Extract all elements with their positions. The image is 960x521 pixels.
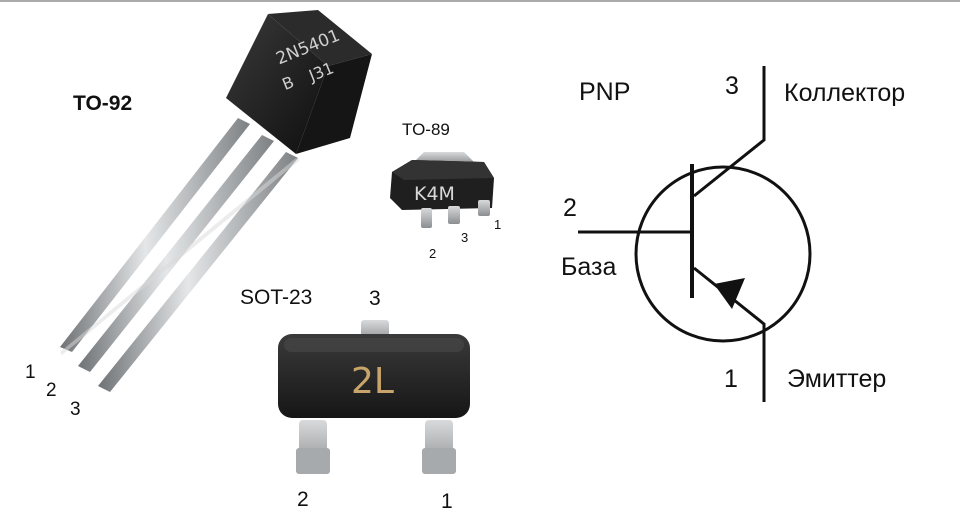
to89-transistor: TO-89 K4M 2 3 1 bbox=[390, 120, 501, 261]
base-pin-number: 2 bbox=[563, 194, 577, 222]
sot23-pin-1-label: 1 bbox=[441, 490, 453, 513]
sot23-transistor: SOT-23 3 2L 2 1 bbox=[240, 286, 470, 513]
to92-body-side bbox=[296, 54, 372, 154]
pnp-type-label: PNP bbox=[579, 78, 630, 106]
to92-pin-2-label: 2 bbox=[46, 380, 57, 401]
to92-body-top bbox=[268, 10, 372, 66]
pnp-emitter-arrow bbox=[714, 278, 745, 309]
to92-lead-shadow bbox=[60, 158, 300, 355]
to92-lead-3 bbox=[98, 152, 298, 392]
emitter-label: Эмиттер bbox=[787, 365, 886, 393]
to89-pin-3-label: 3 bbox=[461, 230, 468, 245]
to89-marking: K4M bbox=[414, 183, 455, 205]
to92-pin-3-label: 3 bbox=[70, 399, 81, 420]
to89-lead-2 bbox=[421, 208, 432, 228]
to92-lead-2 bbox=[78, 135, 274, 372]
to92-body-face bbox=[226, 14, 328, 154]
to89-pin-2-label: 2 bbox=[429, 246, 436, 261]
to89-lead-1 bbox=[478, 200, 490, 216]
pnp-collector-diagonal bbox=[693, 138, 765, 198]
pnp-symbol bbox=[578, 66, 812, 402]
to89-pin-1-label: 1 bbox=[494, 217, 501, 232]
sot23-body-highlight bbox=[284, 338, 464, 352]
to89-lead-3 bbox=[448, 206, 460, 224]
sot23-body bbox=[278, 334, 470, 418]
to89-package-label: TO-89 bbox=[402, 120, 450, 139]
sot23-lead-2-foot bbox=[296, 448, 330, 474]
to92-lead-1 bbox=[60, 118, 250, 352]
sot23-package-label: SOT-23 bbox=[240, 286, 312, 309]
sot23-pin-2-label: 2 bbox=[297, 488, 309, 511]
collector-pin-number: 3 bbox=[725, 72, 739, 100]
sot23-pin-3-label: 3 bbox=[369, 287, 381, 310]
collector-label: Коллектор bbox=[784, 79, 905, 107]
to92-transistor: 2N5401 B J31 TO-92 1 2 3 bbox=[25, 10, 372, 420]
to92-pin-1-label: 1 bbox=[25, 362, 36, 383]
base-label: База bbox=[561, 253, 616, 281]
emitter-pin-number: 1 bbox=[724, 365, 738, 393]
pnp-symbol-circle bbox=[634, 165, 812, 343]
sot23-lead-1-foot bbox=[422, 448, 456, 474]
to92-package-label: TO-92 bbox=[73, 92, 132, 115]
sot23-marking: 2L bbox=[351, 361, 394, 402]
to89-body-top bbox=[392, 160, 494, 180]
pnp-symbol-labels: PNP 3 Коллектор 2 База 1 Эмиттер bbox=[561, 72, 905, 393]
